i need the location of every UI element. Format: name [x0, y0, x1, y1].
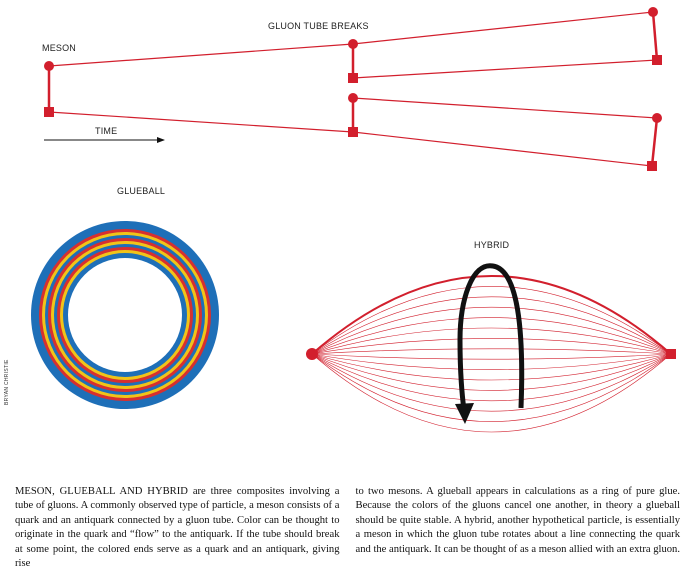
hybrid-strand [311, 353, 672, 422]
gluon-tube-lower-2a [352, 59, 658, 79]
time-label: TIME [95, 126, 118, 136]
hybrid-strand [311, 353, 672, 370]
antiquark-3 [652, 55, 662, 65]
hybrid-quark [306, 348, 318, 360]
quark-2 [348, 39, 358, 49]
caption: MESON, GLUEBALL AND HYBRID are three com… [15, 485, 680, 571]
gluon-tube-lower-2b [352, 131, 653, 167]
quark-1 [44, 61, 54, 71]
hybrid-strand [311, 296, 672, 355]
antiquark-4 [348, 127, 358, 137]
hybrid-strand [311, 286, 672, 355]
meson-diagram [44, 7, 662, 171]
antiquark-1 [44, 107, 54, 117]
hybrid-strand [311, 317, 672, 355]
gluon-tube-lower-1 [48, 111, 354, 133]
hybrid-strand [311, 353, 672, 391]
hybrid-diagram [306, 263, 676, 433]
quark-stick-3 [651, 11, 659, 61]
hybrid-strand [311, 353, 672, 412]
hybrid-strand [311, 306, 672, 355]
quark-3 [648, 7, 658, 17]
quark-4 [348, 93, 358, 103]
gluon-tube-upper-1 [48, 43, 354, 67]
hybrid-strand [311, 353, 672, 402]
caption-lead: MESON, GLUEBALL AND HYBRID [15, 486, 188, 497]
hybrid-gluon-tube [311, 275, 672, 433]
caption-text-1: are three composites involving a tube of… [15, 486, 340, 570]
artist-credit: BRYAN CHRISTIE [4, 359, 10, 405]
quark-5 [652, 113, 662, 123]
quark-stick-5 [650, 117, 659, 167]
glueball-rings [31, 221, 219, 409]
antiquark-5 [647, 161, 657, 171]
rotation-arrow [457, 263, 525, 411]
gluon-tube-breaks-label: GLUON TUBE BREAKS [268, 21, 369, 31]
hybrid-strand [311, 275, 672, 355]
caption-column-2: to two mesons. A glueball appears in cal… [355, 486, 681, 555]
hybrid-strand [311, 353, 672, 433]
meson-label: MESON [42, 43, 77, 53]
hybrid-label: HYBRID [474, 240, 510, 250]
hybrid-strand [311, 338, 672, 355]
caption-column-1: MESON, GLUEBALL AND HYBRID are three com… [15, 485, 340, 571]
glueball-label: GLUEBALL [117, 186, 166, 196]
hybrid-strand [311, 353, 672, 360]
rotation-arrowhead [455, 403, 474, 424]
hybrid-strand [311, 348, 672, 355]
gluon-tube-upper-2b [352, 97, 658, 119]
hybrid-strand [311, 327, 672, 355]
antiquark-2 [348, 73, 358, 83]
diagram-canvas [31, 7, 676, 433]
gluon-tube-upper-2a [352, 11, 654, 45]
hybrid-antiquark [666, 349, 676, 359]
hybrid-strand [311, 353, 672, 381]
